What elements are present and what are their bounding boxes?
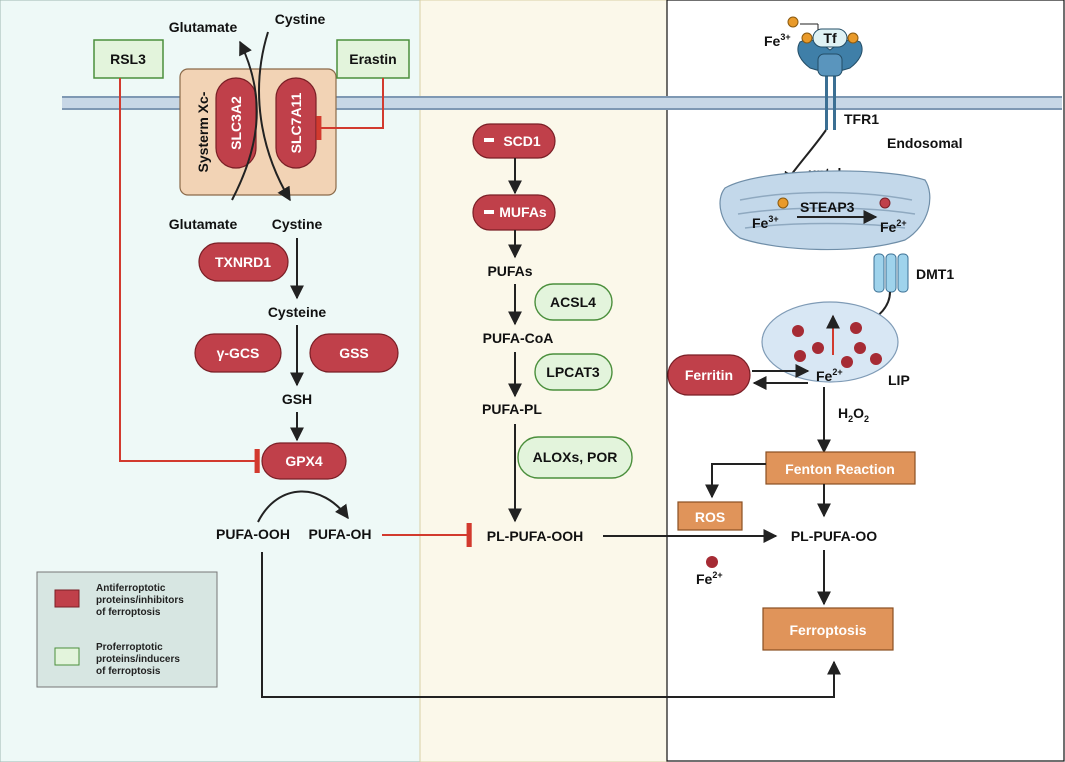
acsl4-label: ACSL4: [550, 294, 596, 310]
steap3-label: STEAP3: [800, 199, 855, 215]
slc7a11-label: SLC7A11: [288, 92, 304, 153]
legend-anti-line3: of ferroptosis: [96, 607, 161, 618]
txnrd1-node: [198, 242, 289, 282]
ferroptosis-label: Ferroptosis: [789, 622, 866, 638]
aloxs-por-node: [517, 436, 633, 479]
tfr1-receptor: [797, 39, 863, 130]
fenton-reaction-label: Fenton Reaction: [785, 461, 895, 477]
ggcs-node: [194, 333, 282, 373]
gsh-label: GSH: [282, 391, 312, 407]
iron-dot-tf-left: [801, 32, 813, 44]
gss-label: GSS: [339, 345, 369, 361]
fe3-endo-label: Fe3+: [752, 214, 779, 231]
aloxs-por-label: ALOXs, POR: [533, 449, 618, 465]
tf-label: Tf: [823, 30, 837, 46]
gpx4-node: [261, 442, 347, 480]
ros-label: ROS: [695, 509, 725, 525]
lip-pool: [761, 301, 899, 383]
h2o2-label: H2O2: [838, 405, 869, 424]
endosomal-label: Endosomal: [887, 135, 962, 151]
pl-pufa-ooh-label: PL-PUFA-OOH: [487, 528, 583, 544]
lip-iron-dot: [792, 325, 804, 337]
legend-anti-line1: Antiferroptotic: [96, 583, 166, 594]
iron-dot-fe2-endo: [879, 197, 891, 209]
iron-dot-fe3-endo: [777, 197, 789, 209]
ggcs-label: γ-GCS: [217, 345, 260, 361]
legend-anti-line2: proteins/inhibitors: [96, 595, 184, 606]
erastin-inhibit-line: [316, 78, 384, 140]
endosome: [719, 170, 931, 251]
lip-label: LIP: [888, 372, 910, 388]
cystine-bottom-label: Cystine: [272, 216, 323, 232]
cystine-top-label: Cystine: [275, 11, 326, 27]
dmt1-label: DMT1: [916, 266, 954, 282]
lip-iron-dot: [850, 322, 862, 334]
mufas-label: MUFAs: [499, 204, 547, 220]
lip-iron-dot: [870, 353, 882, 365]
glutamate-top-label: Glutamate: [169, 19, 238, 35]
mufas-minus-icon: [484, 210, 494, 214]
legend-pro-line3: of ferroptosis: [96, 666, 161, 677]
lip-iron-dot: [812, 342, 824, 354]
legend-pro-swatch: [54, 647, 80, 666]
pufa-ooh-to-ferroptosis-arrow: [261, 552, 841, 698]
pufa-coa-label: PUFA-CoA: [483, 330, 554, 346]
glutamate-export-arrow: [231, 40, 258, 201]
lpcat3-label: LPCAT3: [546, 364, 600, 380]
pufas-label: PUFAs: [487, 263, 532, 279]
fe2-endo-label: Fe2+: [880, 218, 907, 235]
erastin-label: Erastin: [349, 51, 396, 67]
fe2-bottom-label: Fe2+: [696, 570, 723, 587]
cysteine-label: Cysteine: [268, 304, 327, 320]
tf-node: [812, 28, 848, 48]
gpx4-label: GPX4: [285, 453, 323, 469]
cystine-import-arrow: [258, 31, 291, 202]
ferritin-label: Ferritin: [685, 367, 733, 383]
lip-iron-dot: [794, 350, 806, 362]
fenton-reaction-node: [765, 451, 916, 485]
pufa-pl-label: PUFA-PL: [482, 401, 542, 417]
fe3-top-label: Fe3+: [764, 32, 791, 49]
rsl3-label: RSL3: [110, 51, 146, 67]
pufa-oh-label: PUFA-OH: [309, 526, 372, 542]
ferritin-node: [667, 354, 751, 396]
gss-node: [309, 333, 399, 373]
rsl3-node: [93, 39, 164, 79]
lip-iron-dot: [841, 356, 853, 368]
pufa-ooh-to-oh-arrow: [257, 490, 349, 523]
lip-iron-dot: [854, 342, 866, 354]
glutamate-bottom-label: Glutamate: [169, 216, 238, 232]
iron-dot-fe3-top: [787, 16, 799, 28]
lpcat3-node: [534, 353, 613, 391]
acsl4-node: [534, 283, 613, 321]
erastin-node: [336, 39, 410, 79]
pl-pufa-oo-label: PL-PUFA-OO: [791, 528, 877, 544]
rsl3-inhibit-line: [119, 78, 260, 473]
scd1-label: SCD1: [503, 133, 541, 149]
legend-pro-line1: Proferroptotic: [96, 642, 163, 653]
scd1-minus-icon: [484, 138, 494, 142]
iron-dot-tf-right: [847, 32, 859, 44]
dmt1-transporter: [873, 253, 909, 293]
slc7a11-node: [275, 77, 317, 169]
ros-node: [677, 501, 743, 531]
ferroptosis-node: [762, 607, 894, 651]
legend-anti-swatch: [54, 589, 80, 608]
txnrd1-label: TXNRD1: [215, 254, 271, 270]
tfr1-label: TFR1: [844, 111, 879, 127]
system-xc-label: Systerm Xc-: [195, 91, 211, 172]
legend-pro-line2: proteins/inducers: [96, 654, 180, 665]
pufa-ooh-label: PUFA-OOH: [216, 526, 290, 542]
slc3a2-label: SLC3A2: [228, 96, 244, 150]
iron-dot-fe2-bottom: [706, 556, 718, 568]
fenton-to-ros-arrow: [705, 463, 766, 499]
fe2-lip-label: Fe2+: [816, 367, 843, 384]
